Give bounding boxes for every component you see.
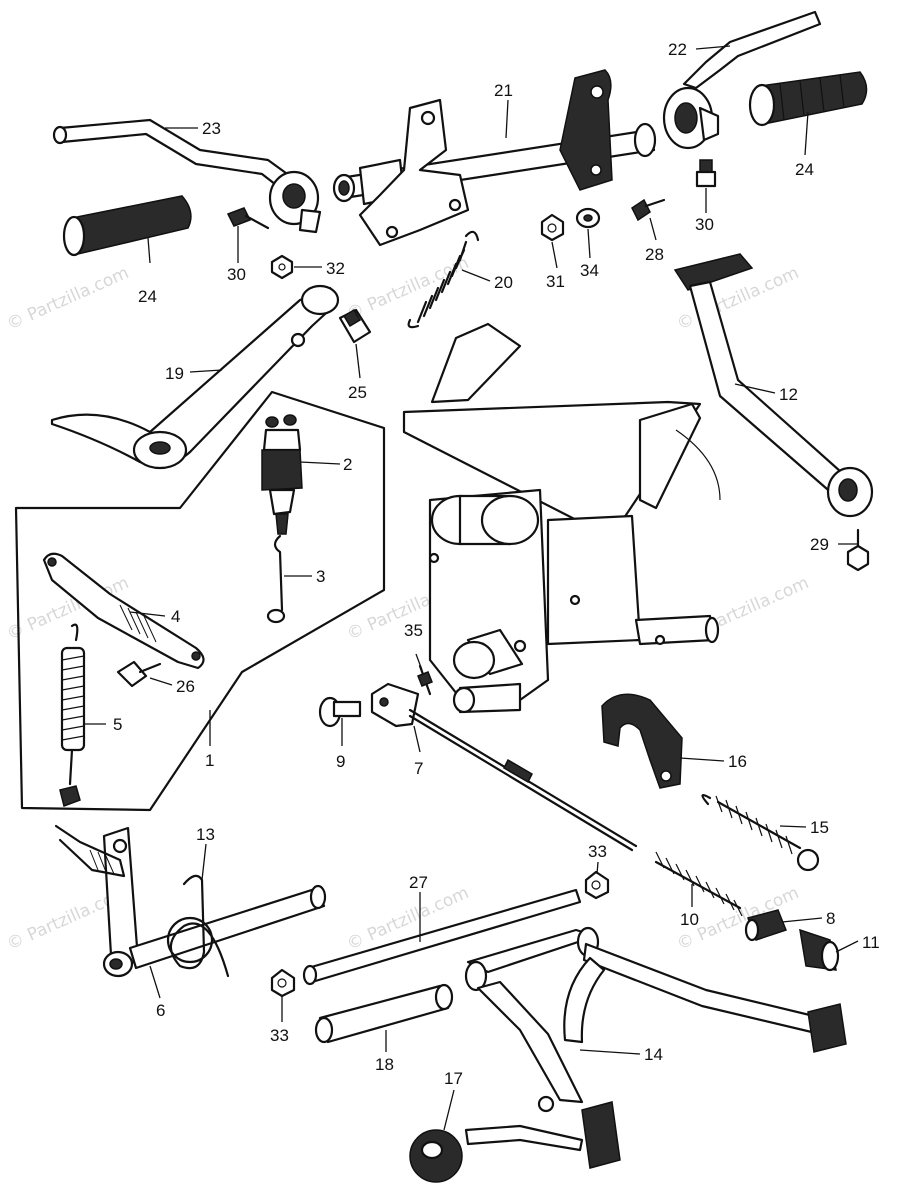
part-14-main-stand: [464, 926, 847, 1169]
callout-27: 27: [409, 873, 428, 892]
callout-16: 16: [728, 752, 747, 771]
callout-32: 32: [326, 259, 345, 278]
part-17-rubber-stopper: [409, 1129, 463, 1183]
callout-labels: 22 21 23 24 24 30 30 32 31 34 28 20 25 1…: [113, 40, 880, 1088]
part-27-stand-bolt: [302, 888, 582, 986]
callout-33-upper: 33: [588, 842, 607, 861]
part-30-bolt-left: [226, 207, 270, 230]
callout-22: 22: [668, 40, 687, 59]
part-24-footpeg-rubber-left: [62, 195, 192, 257]
callout-19: 19: [165, 364, 184, 383]
part-19-brake-arm: [50, 284, 340, 470]
callout-28: 28: [645, 245, 664, 264]
part-8-collar: [744, 909, 787, 942]
part-33-nut-lower: [270, 968, 296, 998]
callout-10: 10: [680, 910, 699, 929]
part-11-cap: [799, 928, 840, 972]
part-28-bolt: [631, 198, 666, 222]
part-7-brake-rod: [370, 682, 638, 852]
callout-26: 26: [176, 677, 195, 696]
callout-24-left: 24: [138, 287, 157, 306]
watermark: © Partzilla.com: [4, 263, 132, 335]
callout-7: 7: [414, 759, 423, 778]
part-32-nut: [270, 254, 294, 280]
part-16-bracket: [601, 693, 683, 789]
part-25-switch: [338, 308, 372, 344]
part-4-link-plate: [42, 552, 205, 670]
callout-6: 6: [156, 1001, 165, 1020]
callout-14: 14: [644, 1045, 663, 1064]
part-5-spring: [59, 623, 86, 807]
callout-8: 8: [826, 909, 835, 928]
part-1-kit-outline: [14, 390, 386, 812]
callout-9: 9: [336, 752, 345, 771]
callout-17: 17: [444, 1069, 463, 1088]
callout-1: 1: [205, 751, 214, 770]
callout-35: 35: [404, 621, 423, 640]
part-10-spring: [654, 851, 743, 917]
part-31-nut: [540, 213, 565, 242]
callout-3: 3: [316, 567, 325, 586]
part-3-spring-hook: [266, 534, 286, 624]
part-21-footrest-bar: [332, 69, 657, 247]
part-9-pin: [318, 696, 362, 728]
callout-20: 20: [494, 273, 513, 292]
part-30-bolt-right: [695, 159, 717, 188]
callout-34: 34: [580, 261, 599, 280]
callout-30-left: 30: [227, 265, 246, 284]
callout-5: 5: [113, 715, 122, 734]
callout-31: 31: [546, 272, 565, 291]
part-12-brake-pedal: [673, 253, 874, 518]
part-18-pipe: [314, 983, 454, 1044]
part-24-footpeg-rubber-right: [748, 71, 868, 127]
part-6-shaft-arm: [54, 824, 327, 978]
callout-15: 15: [810, 818, 829, 837]
part-35-pin: [417, 664, 433, 696]
callout-25: 25: [348, 383, 367, 402]
callout-2: 2: [343, 455, 352, 474]
part-26-bolt: [116, 660, 162, 688]
callout-21: 21: [494, 81, 513, 100]
part-2-stop-switch: [261, 414, 303, 535]
frame-bracket-assembly: [402, 322, 721, 714]
callout-33-lower: 33: [270, 1026, 289, 1045]
callout-24-right: 24: [795, 160, 814, 179]
callout-leaders: [84, 45, 859, 1131]
callout-30-right: 30: [695, 215, 714, 234]
part-33-nut-upper: [584, 870, 610, 900]
callout-4: 4: [171, 607, 180, 626]
part-23-footpeg-arm-left: [52, 118, 322, 234]
part-13-spring-clip: [166, 874, 230, 978]
callout-12: 12: [779, 385, 798, 404]
callout-11: 11: [862, 933, 880, 952]
callout-23: 23: [202, 119, 221, 138]
part-20-spring: [407, 230, 480, 329]
part-34-washer: [575, 207, 601, 229]
watermark: © Partzilla.com: [344, 253, 472, 325]
part-15-spring: [701, 793, 820, 872]
callout-18: 18: [375, 1055, 394, 1074]
part-22-footpeg-arm-right: [662, 10, 822, 150]
part-29-bolt: [846, 528, 870, 572]
callout-13: 13: [196, 825, 215, 844]
callout-29: 29: [810, 535, 829, 554]
